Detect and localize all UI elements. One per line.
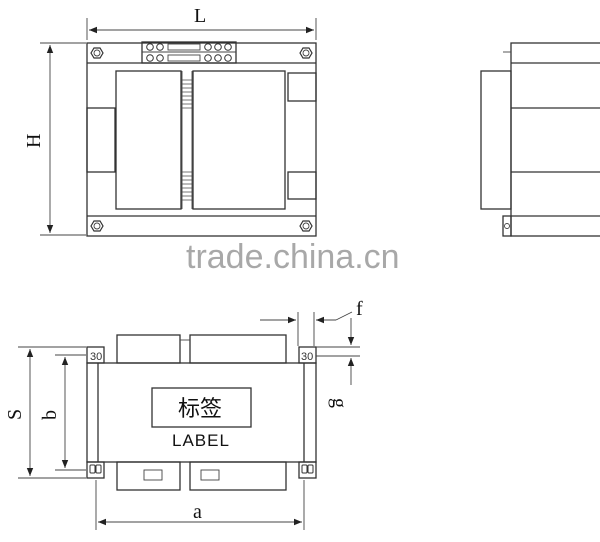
bracket-mark-right: 30 (301, 351, 313, 363)
right-coil (192, 70, 286, 210)
plan-right-coil (189, 334, 287, 364)
s-label: S (4, 409, 26, 420)
watermark-text: trade.china.cn (186, 238, 400, 276)
bracket-mark-left: 30 (90, 351, 102, 363)
a-label: a (193, 501, 202, 523)
terminal-screws (146, 43, 232, 62)
front-frame (86, 42, 317, 237)
length-label: L (194, 5, 206, 27)
label-english: LABEL (172, 431, 230, 450)
f-label: f (356, 298, 363, 320)
height-label: H (23, 134, 45, 148)
left-coil (115, 70, 182, 210)
plan-left-coil (116, 334, 181, 364)
side-view (480, 42, 600, 237)
plan-view: 30 30 标签 LABEL S b a (4, 298, 363, 530)
side-coil-edge (480, 70, 512, 210)
side-frame (510, 42, 600, 237)
front-view: L H (23, 5, 317, 237)
label-box (151, 387, 252, 428)
g-label: g (328, 398, 350, 408)
mounting-nut-icons (90, 47, 313, 232)
terminal-block (141, 41, 237, 64)
label-chinese: 标签 (178, 397, 222, 422)
b-label: b (39, 410, 61, 420)
